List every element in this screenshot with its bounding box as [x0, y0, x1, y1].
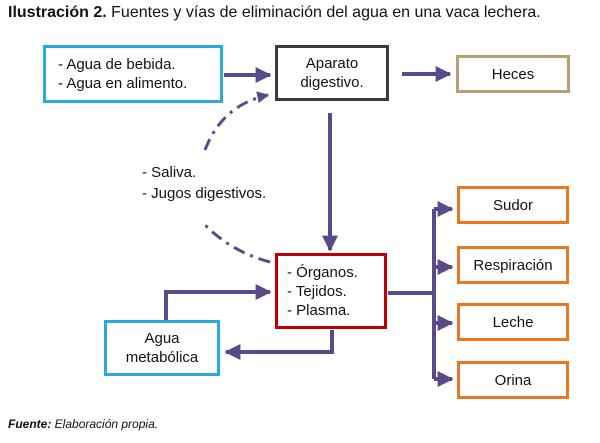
- node-feces: Heces: [456, 55, 570, 93]
- caption-text: Fuentes y vías de eliminación del agua e…: [106, 4, 541, 21]
- arrow-organs-to-metabolic: [224, 330, 334, 360]
- node-sweat: Sudor: [457, 186, 569, 224]
- digestive-line-1: Aparato: [305, 55, 359, 72]
- urine-label: Orina: [494, 371, 532, 389]
- arrow-saliva-to-digestive: [203, 91, 270, 151]
- source-label: Fuente:: [8, 417, 52, 431]
- arrow-saliva-return: [203, 223, 271, 264]
- figure-source: Fuente: Elaboración propia.: [8, 417, 158, 431]
- organs-line-3: - Plasma.: [287, 301, 351, 319]
- node-breathing: Respiración: [457, 246, 569, 284]
- saliva-line-2: - Jugos digestivos.: [142, 185, 267, 202]
- node-organs: - Órganos.- Tejidos.- Plasma.: [275, 253, 387, 329]
- milk-label: Leche: [492, 313, 534, 331]
- metabolic-line-1: Agua: [144, 330, 180, 347]
- figure-caption: Ilustración 2. Fuentes y vías de elimina…: [8, 4, 598, 22]
- digestive-line-2: digestivo.: [300, 74, 364, 91]
- water-sources-line-1: - Agua de bebida.: [58, 56, 176, 73]
- breathing-label: Respiración: [473, 256, 553, 274]
- node-metabolic-water: Agua metabólica: [104, 320, 220, 376]
- feces-label: Heces: [491, 65, 535, 83]
- caption-label: Ilustración 2.: [8, 4, 107, 21]
- organs-line-1: - Órganos.: [287, 263, 358, 281]
- saliva-label: - Saliva. - Jugos digestivos.: [142, 162, 266, 204]
- metabolic-line-2: metabólica: [125, 349, 199, 366]
- saliva-line-1: - Saliva.: [142, 164, 197, 181]
- source-text: Elaboración propia.: [51, 417, 159, 431]
- node-milk: Leche: [457, 303, 569, 341]
- node-water-sources: - Agua de bebida. - Agua en alimento.: [43, 45, 223, 103]
- water-sources-line-2: - Agua en alimento.: [58, 75, 188, 92]
- arrow-metabolic-to-organs: [164, 284, 272, 322]
- sweat-label: Sudor: [492, 196, 534, 214]
- node-urine: Orina: [457, 361, 569, 399]
- organs-line-2: - Tejidos.: [287, 282, 347, 300]
- node-digestive-system: Aparato digestivo.: [275, 45, 389, 101]
